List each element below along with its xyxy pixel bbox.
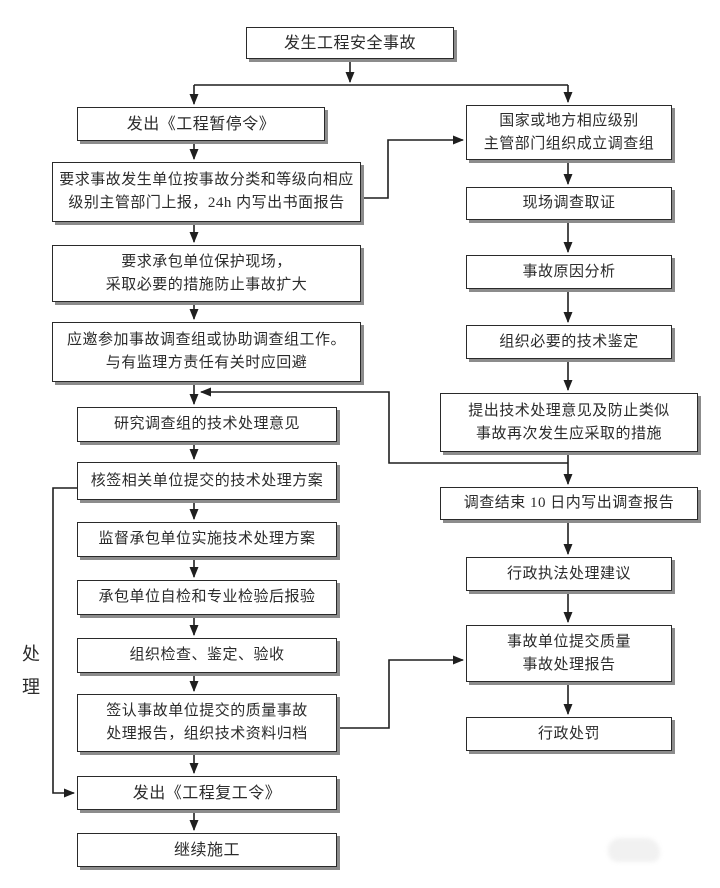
flow-node-issue-suspension-order: 发出《工程暂停令》	[77, 107, 325, 141]
flow-node-issue-resume-order: 发出《工程复工令》	[77, 776, 337, 810]
flow-node-sign-report-archive: 签认事故单位提交的质量事故 处理报告，组织技术资料归档	[77, 694, 337, 752]
flow-node-organize-acceptance: 组织检查、鉴定、验收	[77, 638, 337, 673]
flow-node-study-technical-opinion: 研究调查组的技术处理意见	[77, 407, 337, 442]
edge-b3-to-r1	[361, 135, 464, 199]
flow-node-site-evidence: 现场调查取证	[466, 187, 672, 220]
flow-node-protect-site: 要求承包单位保护现场， 采取必要的措施防止事故扩大	[52, 245, 361, 302]
flow-node-administrative-penalty: 行政处罚	[466, 717, 672, 751]
side-label-handling: 处 理	[22, 644, 40, 697]
flow-node-technical-appraisal: 组织必要的技术鉴定	[466, 325, 672, 359]
flow-node-submit-quality-report: 事故单位提交质量 事故处理报告	[466, 625, 672, 682]
edge-r5-branch-to-b6	[200, 387, 568, 464]
flow-node-cause-analysis: 事故原因分析	[466, 255, 672, 289]
flow-node-contractor-self-check: 承包单位自检和专业检验后报验	[77, 580, 337, 615]
flow-node-investigation-report: 调查结束 10 日内写出调查报告	[440, 487, 698, 520]
watermark	[608, 838, 660, 862]
flow-node-enforcement-suggestion: 行政执法处理建议	[466, 557, 672, 591]
flow-node-accident-occurs: 发生工程安全事故	[246, 27, 454, 59]
edge-b11-to-r8	[337, 655, 464, 729]
flow-node-continue-construction: 继续施工	[77, 833, 337, 867]
flow-node-propose-measures: 提出技术处理意见及防止类似 事故再次发生应采取的措施	[440, 393, 698, 452]
flow-node-report-to-authority: 要求事故发生单位按事故分类和等级向相应 级别主管部门上报，24h 内写出书面报告	[52, 162, 361, 222]
flow-node-join-investigation: 应邀参加事故调查组或协助调查组工作。 与有监理方责任有关时应回避	[52, 322, 361, 382]
flow-node-countersign-plan: 核签相关单位提交的技术处理方案	[77, 462, 337, 500]
edge-b7-bracket-to-b12	[52, 487, 77, 798]
flow-node-form-investigation-team: 国家或地方相应级别 主管部门组织成立调查组	[466, 105, 672, 160]
flow-node-supervise-implementation: 监督承包单位实施技术处理方案	[77, 522, 337, 557]
